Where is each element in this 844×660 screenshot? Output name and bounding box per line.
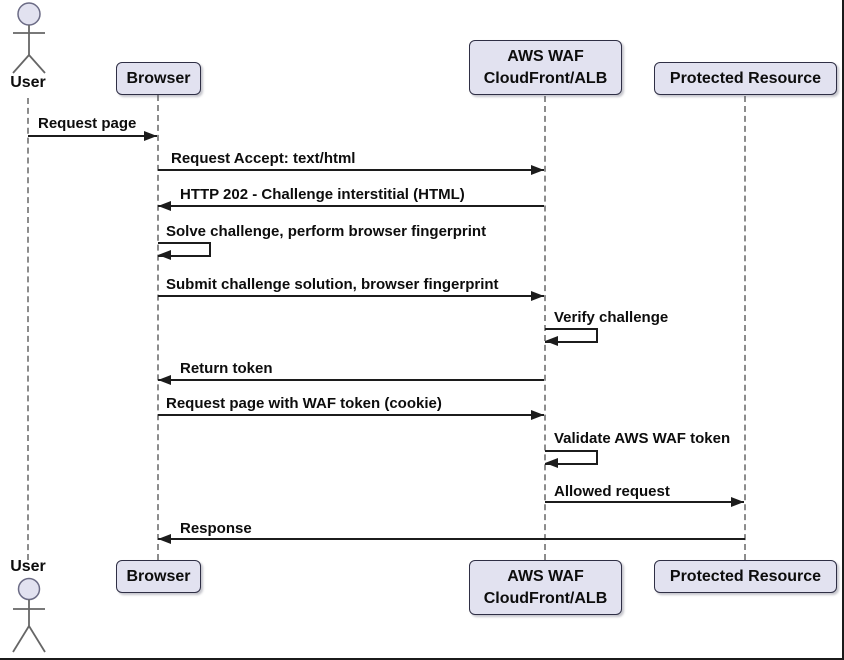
participant-waf-label-line2-bottom: CloudFront/ALB <box>483 589 608 607</box>
arrow-request-accept <box>158 169 544 171</box>
arrowhead-icon <box>545 458 558 468</box>
message-label-http-202: HTTP 202 - Challenge interstitial (HTML) <box>180 186 465 203</box>
message-label-verify-challenge: Verify challenge <box>554 309 669 326</box>
participant-waf-label-line1-bottom: AWS WAF <box>507 567 584 585</box>
participant-resource-bottom: Protected Resource <box>654 560 837 593</box>
lifeline-user <box>27 98 29 560</box>
message-label-return-token: Return token <box>180 360 273 377</box>
participant-browser-bottom: Browser <box>116 560 201 593</box>
participant-waf-label-line2: CloudFront/ALB <box>483 69 608 87</box>
participant-resource-label-bottom: Protected Resource <box>669 567 822 585</box>
actor-label-user-bottom: User <box>10 558 46 575</box>
message-label-solve-challenge: Solve challenge, perform browser fingerp… <box>166 223 487 240</box>
arrow-allowed-request <box>545 501 744 503</box>
arrowhead-icon <box>158 375 171 385</box>
message-label-request-page: Request page <box>38 115 137 132</box>
arrowhead-icon <box>531 291 544 301</box>
participant-browser-label-bottom: Browser <box>126 567 191 585</box>
lifeline-resource <box>744 96 746 560</box>
lifeline-browser <box>157 95 159 560</box>
arrowhead-icon <box>158 201 171 211</box>
arrowhead-icon <box>545 336 558 346</box>
message-label-allowed-request: Allowed request <box>554 483 670 500</box>
selfloop-validate-token <box>545 450 598 465</box>
arrowhead-icon <box>158 534 171 544</box>
arrowhead-icon <box>531 165 544 175</box>
arrow-response <box>158 538 745 540</box>
actor-label-user-top: User <box>10 74 46 91</box>
selfloop-verify-challenge <box>545 328 598 343</box>
user-actor-icon-bottom <box>12 577 46 653</box>
arrow-http-202 <box>158 205 544 207</box>
selfloop-solve-challenge <box>158 242 211 257</box>
user-actor-icon <box>12 2 46 74</box>
arrow-request-with-token <box>158 414 544 416</box>
message-label-submit-challenge: Submit challenge solution, browser finge… <box>166 276 499 293</box>
participant-browser-label: Browser <box>126 69 191 87</box>
participant-browser-top: Browser <box>116 62 201 95</box>
arrow-submit-challenge <box>158 295 544 297</box>
participant-waf-label-line1: AWS WAF <box>507 47 584 65</box>
message-label-request-accept: Request Accept: text/html <box>171 150 356 167</box>
arrowhead-icon <box>144 131 157 141</box>
arrow-return-token <box>158 379 544 381</box>
participant-resource-label: Protected Resource <box>669 69 822 87</box>
arrowhead-icon <box>158 250 171 260</box>
arrowhead-icon <box>531 410 544 420</box>
participant-waf-bottom: AWS WAF CloudFront/ALB <box>469 560 622 615</box>
message-label-response: Response <box>180 520 252 537</box>
arrowhead-icon <box>731 497 744 507</box>
participant-resource-top: Protected Resource <box>654 62 837 95</box>
message-label-request-with-token: Request page with WAF token (cookie) <box>166 395 442 412</box>
participant-waf-top: AWS WAF CloudFront/ALB <box>469 40 622 95</box>
message-label-validate-token: Validate AWS WAF token <box>554 430 731 447</box>
arrow-request-page <box>28 135 157 137</box>
